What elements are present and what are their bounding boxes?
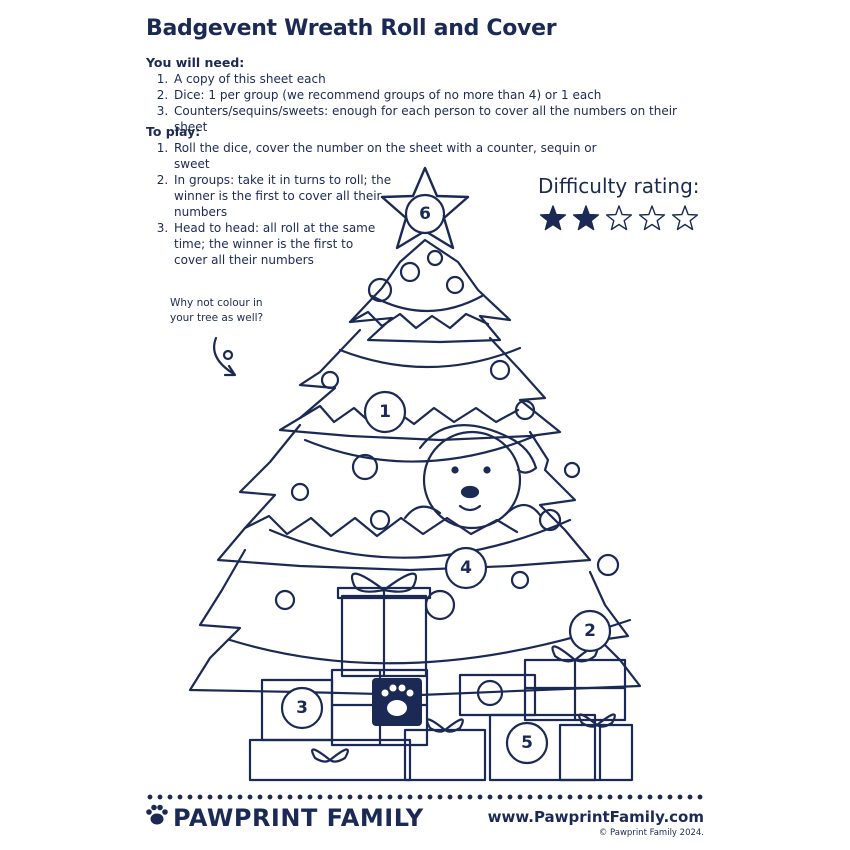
star-empty-icon: [605, 205, 633, 231]
number-label: 1: [379, 402, 391, 422]
to-play-heading: To play:: [146, 124, 201, 139]
list-item: In groups: take it in turns to roll; the…: [172, 172, 404, 220]
number-label: 5: [521, 733, 533, 753]
arrow-icon: [213, 336, 236, 376]
list-item: Head to head: all roll at the same time;…: [172, 220, 379, 268]
bear-icon: [422, 430, 522, 530]
copyright-text: © Pawprint Family 2024.: [598, 828, 704, 838]
paw-logo-icon: [146, 804, 168, 825]
website-link[interactable]: www.PawprintFamily.com: [487, 808, 704, 826]
brand-logo: PAWPRINT FAMILY: [145, 804, 424, 832]
number-circle-6: [404, 193, 446, 235]
you-will-need-heading: You will need:: [146, 55, 245, 70]
number-label: 2: [584, 621, 596, 641]
paw-icon: [372, 678, 422, 726]
you-will-need-list: A copy of this sheet each Dice: 1 per gr…: [146, 71, 706, 135]
list-item: Counters/sequins/sweets: enough for each…: [172, 103, 706, 135]
tree-layer-2: [278, 328, 562, 442]
tree-layer-3: [216, 423, 592, 572]
number-circle-1: [363, 390, 407, 434]
list-item: A copy of this sheet each: [172, 71, 706, 87]
number-circle-3: [280, 686, 324, 730]
colour-tip: Why not colour in your tree as well?: [170, 297, 264, 324]
you-will-need-section: You will need: A copy of this sheet each…: [146, 55, 706, 135]
difficulty-stars: [539, 205, 699, 231]
number-label: 4: [460, 558, 472, 578]
number-label: 3: [296, 698, 308, 718]
difficulty-label: Difficulty rating:: [538, 174, 700, 198]
number-label: 6: [419, 204, 431, 224]
star-empty-icon: [671, 205, 699, 231]
list-item: Roll the dice, cover the number on the s…: [172, 140, 616, 172]
to-play-section: To play: Roll the dice, cover the number…: [146, 124, 616, 268]
number-circle-4: [444, 546, 488, 590]
page-title: Badgevent Wreath Roll and Cover: [146, 16, 557, 41]
star-filled-icon: [539, 205, 567, 231]
brand-name: PAWPRINT FAMILY: [173, 804, 424, 832]
star-filled-icon: [572, 205, 600, 231]
tree-layer-top: [348, 238, 512, 344]
star-empty-icon: [638, 205, 666, 231]
number-circle-5: [505, 721, 549, 765]
to-play-list: Roll the dice, cover the number on the s…: [146, 140, 616, 268]
number-circle-2: [568, 609, 612, 653]
list-item: Dice: 1 per group (we recommend groups o…: [172, 87, 706, 103]
footer-divider: [145, 794, 705, 800]
